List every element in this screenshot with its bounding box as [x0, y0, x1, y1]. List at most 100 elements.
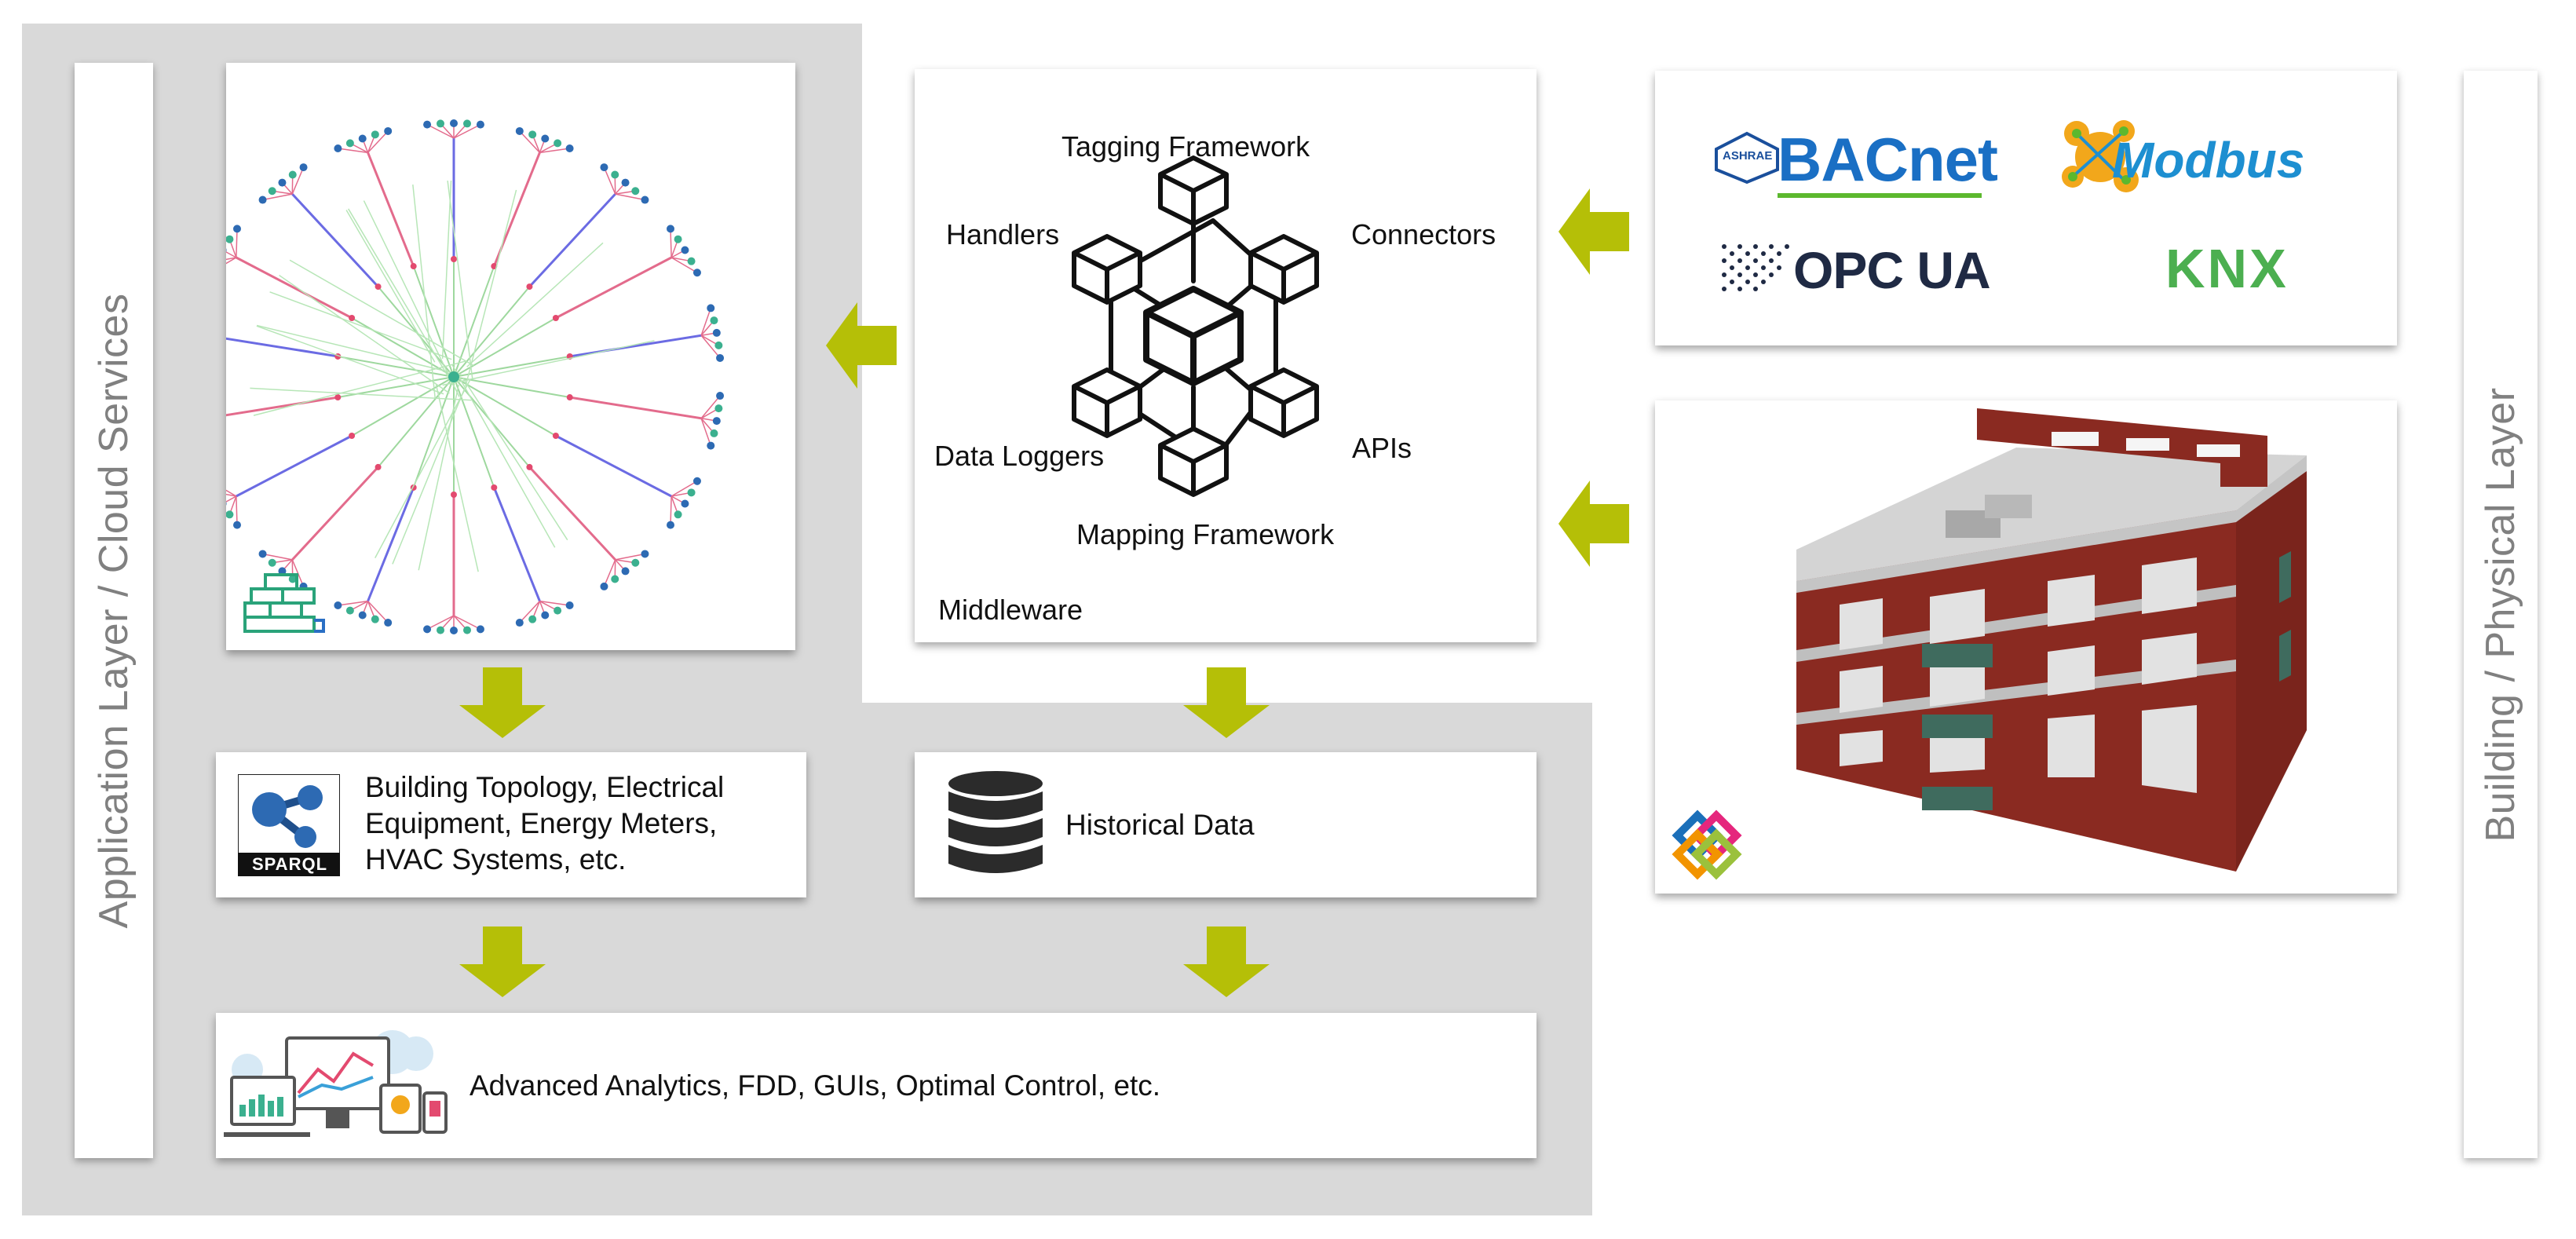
opcua-dot: [1761, 251, 1766, 256]
graph-edge: [443, 181, 451, 359]
graph-edge: [368, 488, 414, 601]
graph-node: [713, 417, 721, 425]
graph-node: [688, 258, 696, 265]
graph-node: [259, 196, 267, 204]
opcua-dot: [1777, 265, 1781, 270]
knowledge-graph-card: [226, 63, 795, 650]
opcua-dot: [1745, 265, 1750, 270]
graph-edge: [466, 190, 517, 386]
arrow-down-from-topology: [459, 927, 546, 997]
graph-node: [463, 627, 471, 634]
historical-data-text: Historical Data: [1065, 807, 1255, 843]
graph-node: [349, 433, 355, 439]
graph-edge: [414, 377, 454, 488]
graph-node: [233, 225, 241, 232]
graph-node: [226, 236, 233, 243]
opcua-dot: [1730, 265, 1734, 270]
cube-icon: [1074, 370, 1140, 436]
graph-node: [375, 283, 382, 290]
graph-node: [674, 236, 682, 243]
application-layer-label: Application Layer / Cloud Services: [75, 63, 153, 1158]
graph-node: [716, 354, 724, 362]
arrow-down-from-historical: [1183, 927, 1270, 997]
historical-data-box: Historical Data: [915, 752, 1536, 897]
handlers-label: Handlers: [946, 218, 1059, 251]
opcua-dot: [1753, 258, 1758, 263]
graph-node: [707, 304, 714, 312]
graph-node: [566, 144, 574, 152]
ashrae-badge-text: ASHRAE: [1723, 149, 1772, 163]
graph-node: [334, 601, 342, 609]
graph-edge: [236, 496, 237, 525]
opcua-dot: [1737, 287, 1742, 291]
graph-edge: [494, 488, 539, 601]
cube-icon: [1146, 289, 1240, 383]
graph-node: [707, 442, 714, 450]
graph-node: [710, 429, 718, 437]
graph-node: [600, 163, 608, 171]
graph-node: [334, 144, 342, 152]
graph-node: [600, 583, 608, 590]
arrow-down-from-graph: [459, 667, 546, 738]
graph-node: [269, 559, 276, 567]
tagging-framework-label: Tagging Framework: [1061, 130, 1310, 163]
graph-node: [693, 477, 701, 485]
graph-node: [631, 187, 639, 195]
opcua-dot: [1737, 244, 1742, 249]
building-layer-label: Building / Physical Layer: [2464, 71, 2538, 1158]
graph-node: [667, 521, 674, 529]
graph-edge: [462, 378, 567, 540]
cube-icon: [1251, 370, 1317, 436]
graph-edge: [236, 228, 237, 258]
graph-node: [681, 500, 689, 508]
graph-node: [611, 575, 619, 583]
graph-edge: [448, 181, 473, 379]
opcua-text: OPC UA: [1793, 240, 1990, 300]
graph-node: [693, 269, 701, 276]
graph-edge: [556, 258, 671, 318]
cube-icon: [1074, 236, 1140, 302]
graph-node: [477, 121, 484, 129]
graph-node: [300, 163, 308, 171]
graph-edge: [556, 436, 671, 496]
graph-node: [716, 392, 724, 400]
graph-node: [451, 256, 457, 262]
protocols-card: ASHRAE BACnet Modbus OPC UA KNX: [1655, 71, 2397, 345]
graph-node: [278, 179, 286, 187]
graph-node: [710, 316, 718, 324]
graph-node: [611, 171, 619, 179]
graph-node: [713, 329, 721, 337]
graph-node: [526, 464, 532, 470]
opcua-dot: [1722, 258, 1726, 263]
data-loggers-label: Data Loggers: [934, 440, 1104, 473]
graph-node: [423, 625, 431, 633]
opcua-dot: [1761, 265, 1766, 270]
middleware-title: Middleware: [938, 594, 1083, 627]
knowledge-graph-visual: [226, 63, 795, 650]
graph-edge: [263, 554, 293, 559]
graph-edge: [226, 335, 338, 356]
opcua-dot: [1745, 251, 1750, 256]
bacnet-logo: ASHRAE BACnet: [1712, 126, 1994, 196]
graph-edge: [236, 436, 352, 496]
graph-edge: [670, 228, 671, 258]
arrow-down-from-middleware: [1183, 667, 1270, 738]
graph-edge: [226, 258, 236, 272]
graph-node: [641, 550, 649, 557]
graph-node: [516, 127, 524, 135]
graph-edge: [670, 496, 671, 525]
bacnet-underline: [1778, 193, 1982, 198]
graph-edge: [292, 194, 378, 287]
graph-edge: [570, 397, 701, 418]
arrow-left-from-middleware: [826, 302, 897, 389]
database-icon: [945, 769, 1047, 879]
graph-node: [411, 263, 417, 269]
graph-node: [359, 612, 367, 620]
graph-node: [566, 601, 574, 609]
opcua-dot: [1753, 287, 1758, 291]
topology-box: SPARQL Building Topology, Electrical Equ…: [216, 752, 806, 897]
opcua-dot: [1769, 258, 1774, 263]
graph-node: [641, 196, 649, 204]
analytics-devices-icon: [224, 1022, 451, 1148]
graph-edge: [701, 308, 711, 335]
